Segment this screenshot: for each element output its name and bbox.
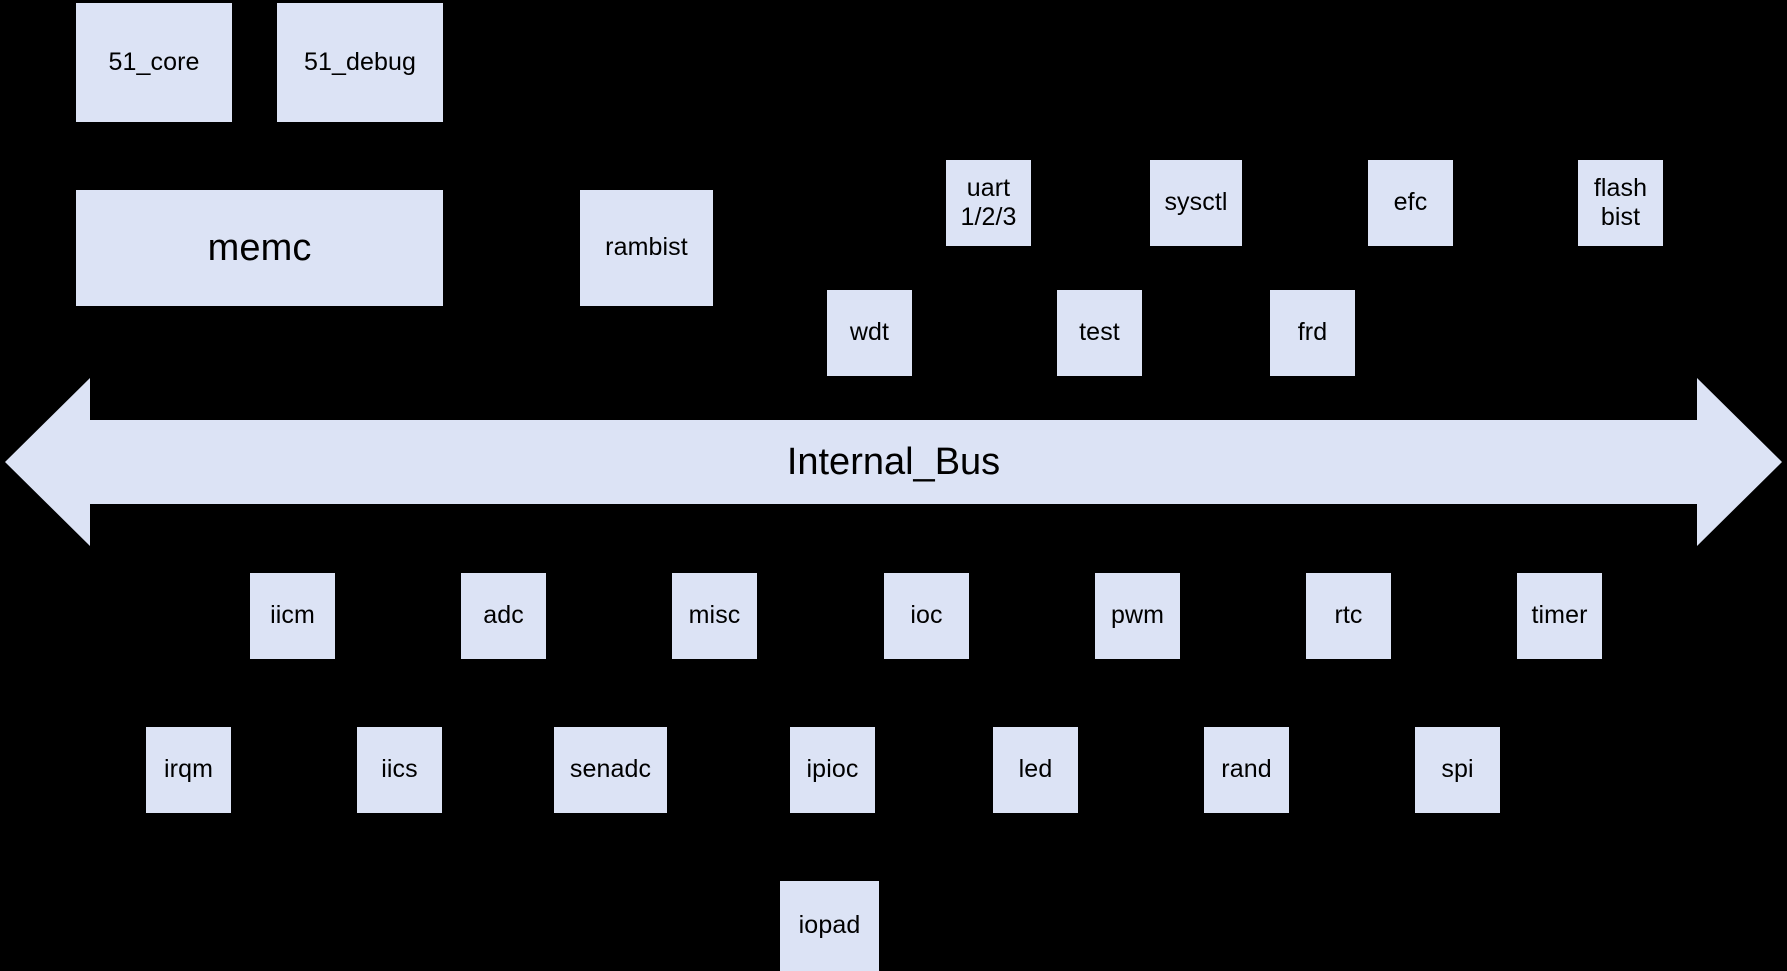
- block-label: irqm: [163, 755, 213, 784]
- block-label: frd: [1297, 318, 1328, 347]
- block-senadc[interactable]: senadc: [554, 727, 667, 813]
- block-timer[interactable]: timer: [1517, 573, 1602, 659]
- block-rtc[interactable]: rtc: [1306, 573, 1391, 659]
- block-label: ipioc: [806, 755, 859, 784]
- block-label: senadc: [569, 755, 652, 784]
- block-label: pwm: [1110, 601, 1165, 630]
- block-efc[interactable]: efc: [1368, 160, 1453, 246]
- block-spi[interactable]: spi: [1415, 727, 1500, 813]
- block-ioc[interactable]: ioc: [884, 573, 969, 659]
- block-label: timer: [1531, 601, 1588, 630]
- block-label: flash bist: [1593, 173, 1648, 232]
- block-label: iics: [381, 755, 418, 784]
- block-iics[interactable]: iics: [357, 727, 442, 813]
- block-label: 51_debug: [303, 47, 417, 76]
- internal-bus-arrow: [0, 377, 1787, 547]
- block-sysctl[interactable]: sysctl: [1150, 160, 1242, 246]
- block-label: rambist: [605, 233, 688, 262]
- block-uart[interactable]: uart 1/2/3: [946, 160, 1031, 246]
- block-iopad[interactable]: iopad: [780, 881, 879, 971]
- block-pwm[interactable]: pwm: [1095, 573, 1180, 659]
- block-label: iopad: [798, 911, 861, 940]
- block-iicm[interactable]: iicm: [250, 573, 335, 659]
- block-label: test: [1079, 318, 1120, 347]
- block-memc[interactable]: memc: [76, 190, 443, 306]
- block-wdt[interactable]: wdt: [827, 290, 912, 376]
- block-label: ioc: [910, 601, 943, 630]
- block-label: iicm: [270, 601, 315, 630]
- block-rand[interactable]: rand: [1204, 727, 1289, 813]
- block-label: efc: [1393, 188, 1428, 217]
- block-label: memc: [207, 226, 312, 269]
- block-label: adc: [483, 601, 524, 630]
- block-flash_bist[interactable]: flash bist: [1578, 160, 1663, 246]
- block-label: uart 1/2/3: [960, 173, 1017, 232]
- block-label: spi: [1441, 755, 1474, 784]
- block-label: led: [1018, 755, 1053, 784]
- block-label: misc: [688, 601, 741, 630]
- block-misc[interactable]: misc: [672, 573, 757, 659]
- block-led[interactable]: led: [993, 727, 1078, 813]
- block-label: 51_core: [108, 47, 200, 76]
- block-irqm[interactable]: irqm: [146, 727, 231, 813]
- block-frd[interactable]: frd: [1270, 290, 1355, 376]
- block-51_core[interactable]: 51_core: [76, 3, 232, 122]
- block-test[interactable]: test: [1057, 290, 1142, 376]
- block-adc[interactable]: adc: [461, 573, 546, 659]
- block-label: sysctl: [1164, 188, 1228, 217]
- block-label: wdt: [849, 318, 890, 347]
- block-label: rand: [1221, 755, 1272, 784]
- bus-double-arrow-shape: [5, 378, 1782, 546]
- block-label: rtc: [1334, 601, 1363, 630]
- block-ipioc[interactable]: ipioc: [790, 727, 875, 813]
- block-51_debug[interactable]: 51_debug: [277, 3, 443, 122]
- block-rambist[interactable]: rambist: [580, 190, 713, 306]
